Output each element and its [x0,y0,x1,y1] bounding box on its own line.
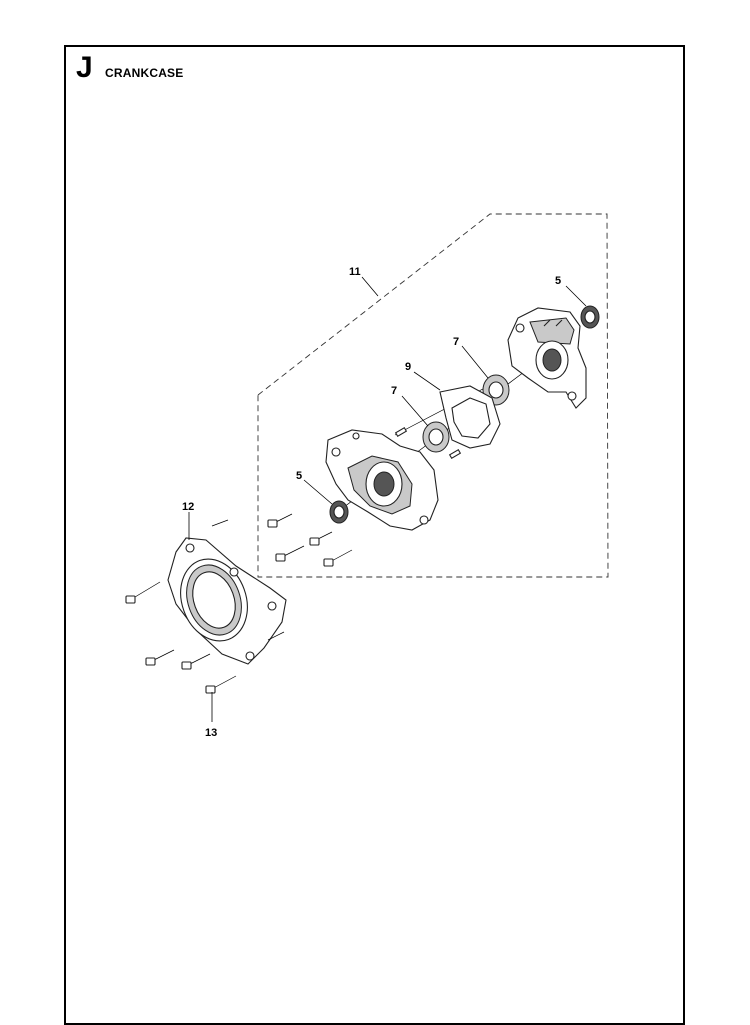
crankcase-half-left [325,429,439,531]
crankcase-half-right [507,307,587,409]
fan-housing [167,537,287,665]
fan-housing-screws [125,519,285,694]
crankcase-screws [267,513,353,567]
oil-seal-upper [580,305,600,329]
bearing-lower [422,421,450,453]
section-title: CRANKCASE [105,66,184,80]
callout-13: 13 [205,727,217,739]
dowel-pin [448,449,462,459]
leader-5a [565,285,587,307]
callout-7-upper: 7 [453,336,459,348]
leader-5b [303,479,333,505]
section-letter: J [76,51,93,84]
callout-5-upper: 5 [555,275,561,287]
callout-5-lower: 5 [296,470,302,482]
leader-9 [413,371,441,391]
callout-9: 9 [405,361,411,373]
callout-12: 12 [182,501,194,513]
leader-11 [361,276,379,297]
callout-11: 11 [349,266,361,278]
callout-7-lower: 7 [391,385,397,397]
dowel-pin [394,427,408,437]
gasket [439,385,501,449]
assembly-group-outline [257,213,609,578]
leader-7a [461,345,489,379]
leader-7b [401,395,429,427]
oil-seal-lower [329,500,349,524]
